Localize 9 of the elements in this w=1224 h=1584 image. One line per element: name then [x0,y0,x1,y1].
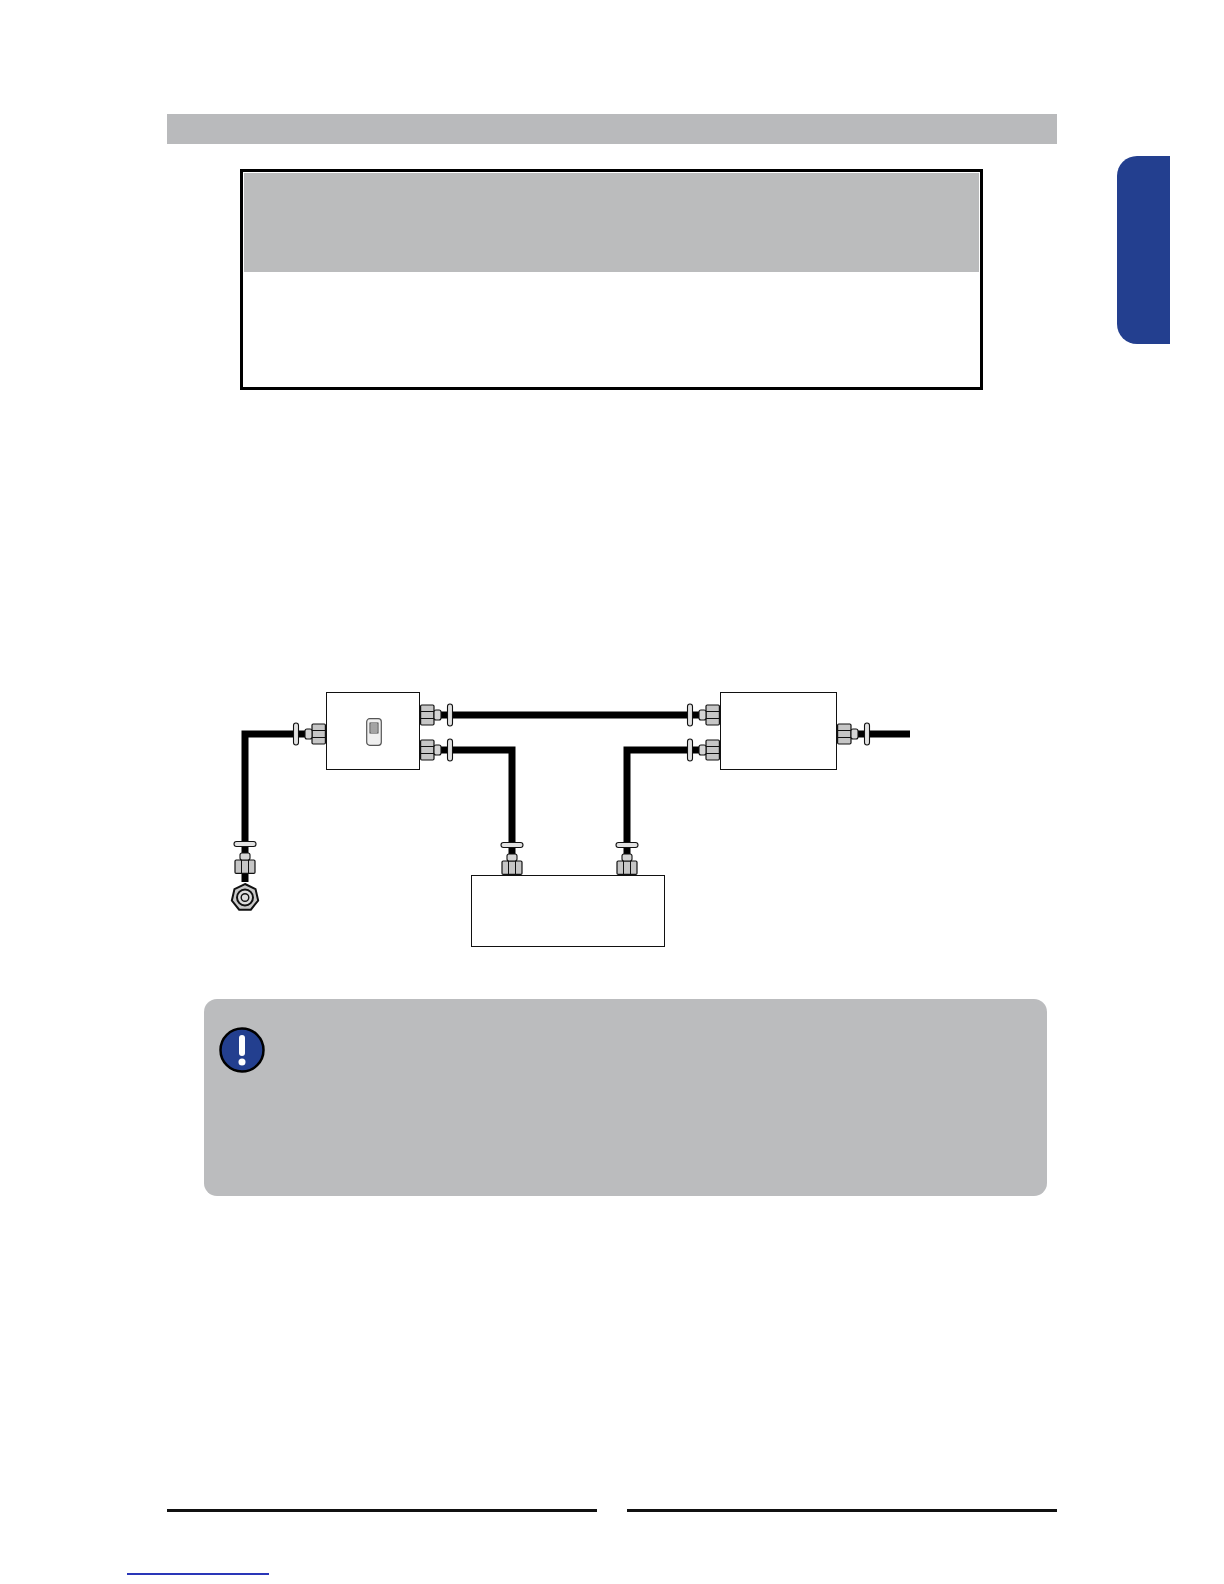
side-tab [1117,156,1170,344]
pipe [615,738,720,875]
device-box [326,692,420,770]
device-box [720,692,837,770]
outlet-nut [230,882,260,913]
device-box [471,875,665,947]
pipe [233,722,326,882]
pipe [420,703,720,727]
pipe [420,738,524,875]
